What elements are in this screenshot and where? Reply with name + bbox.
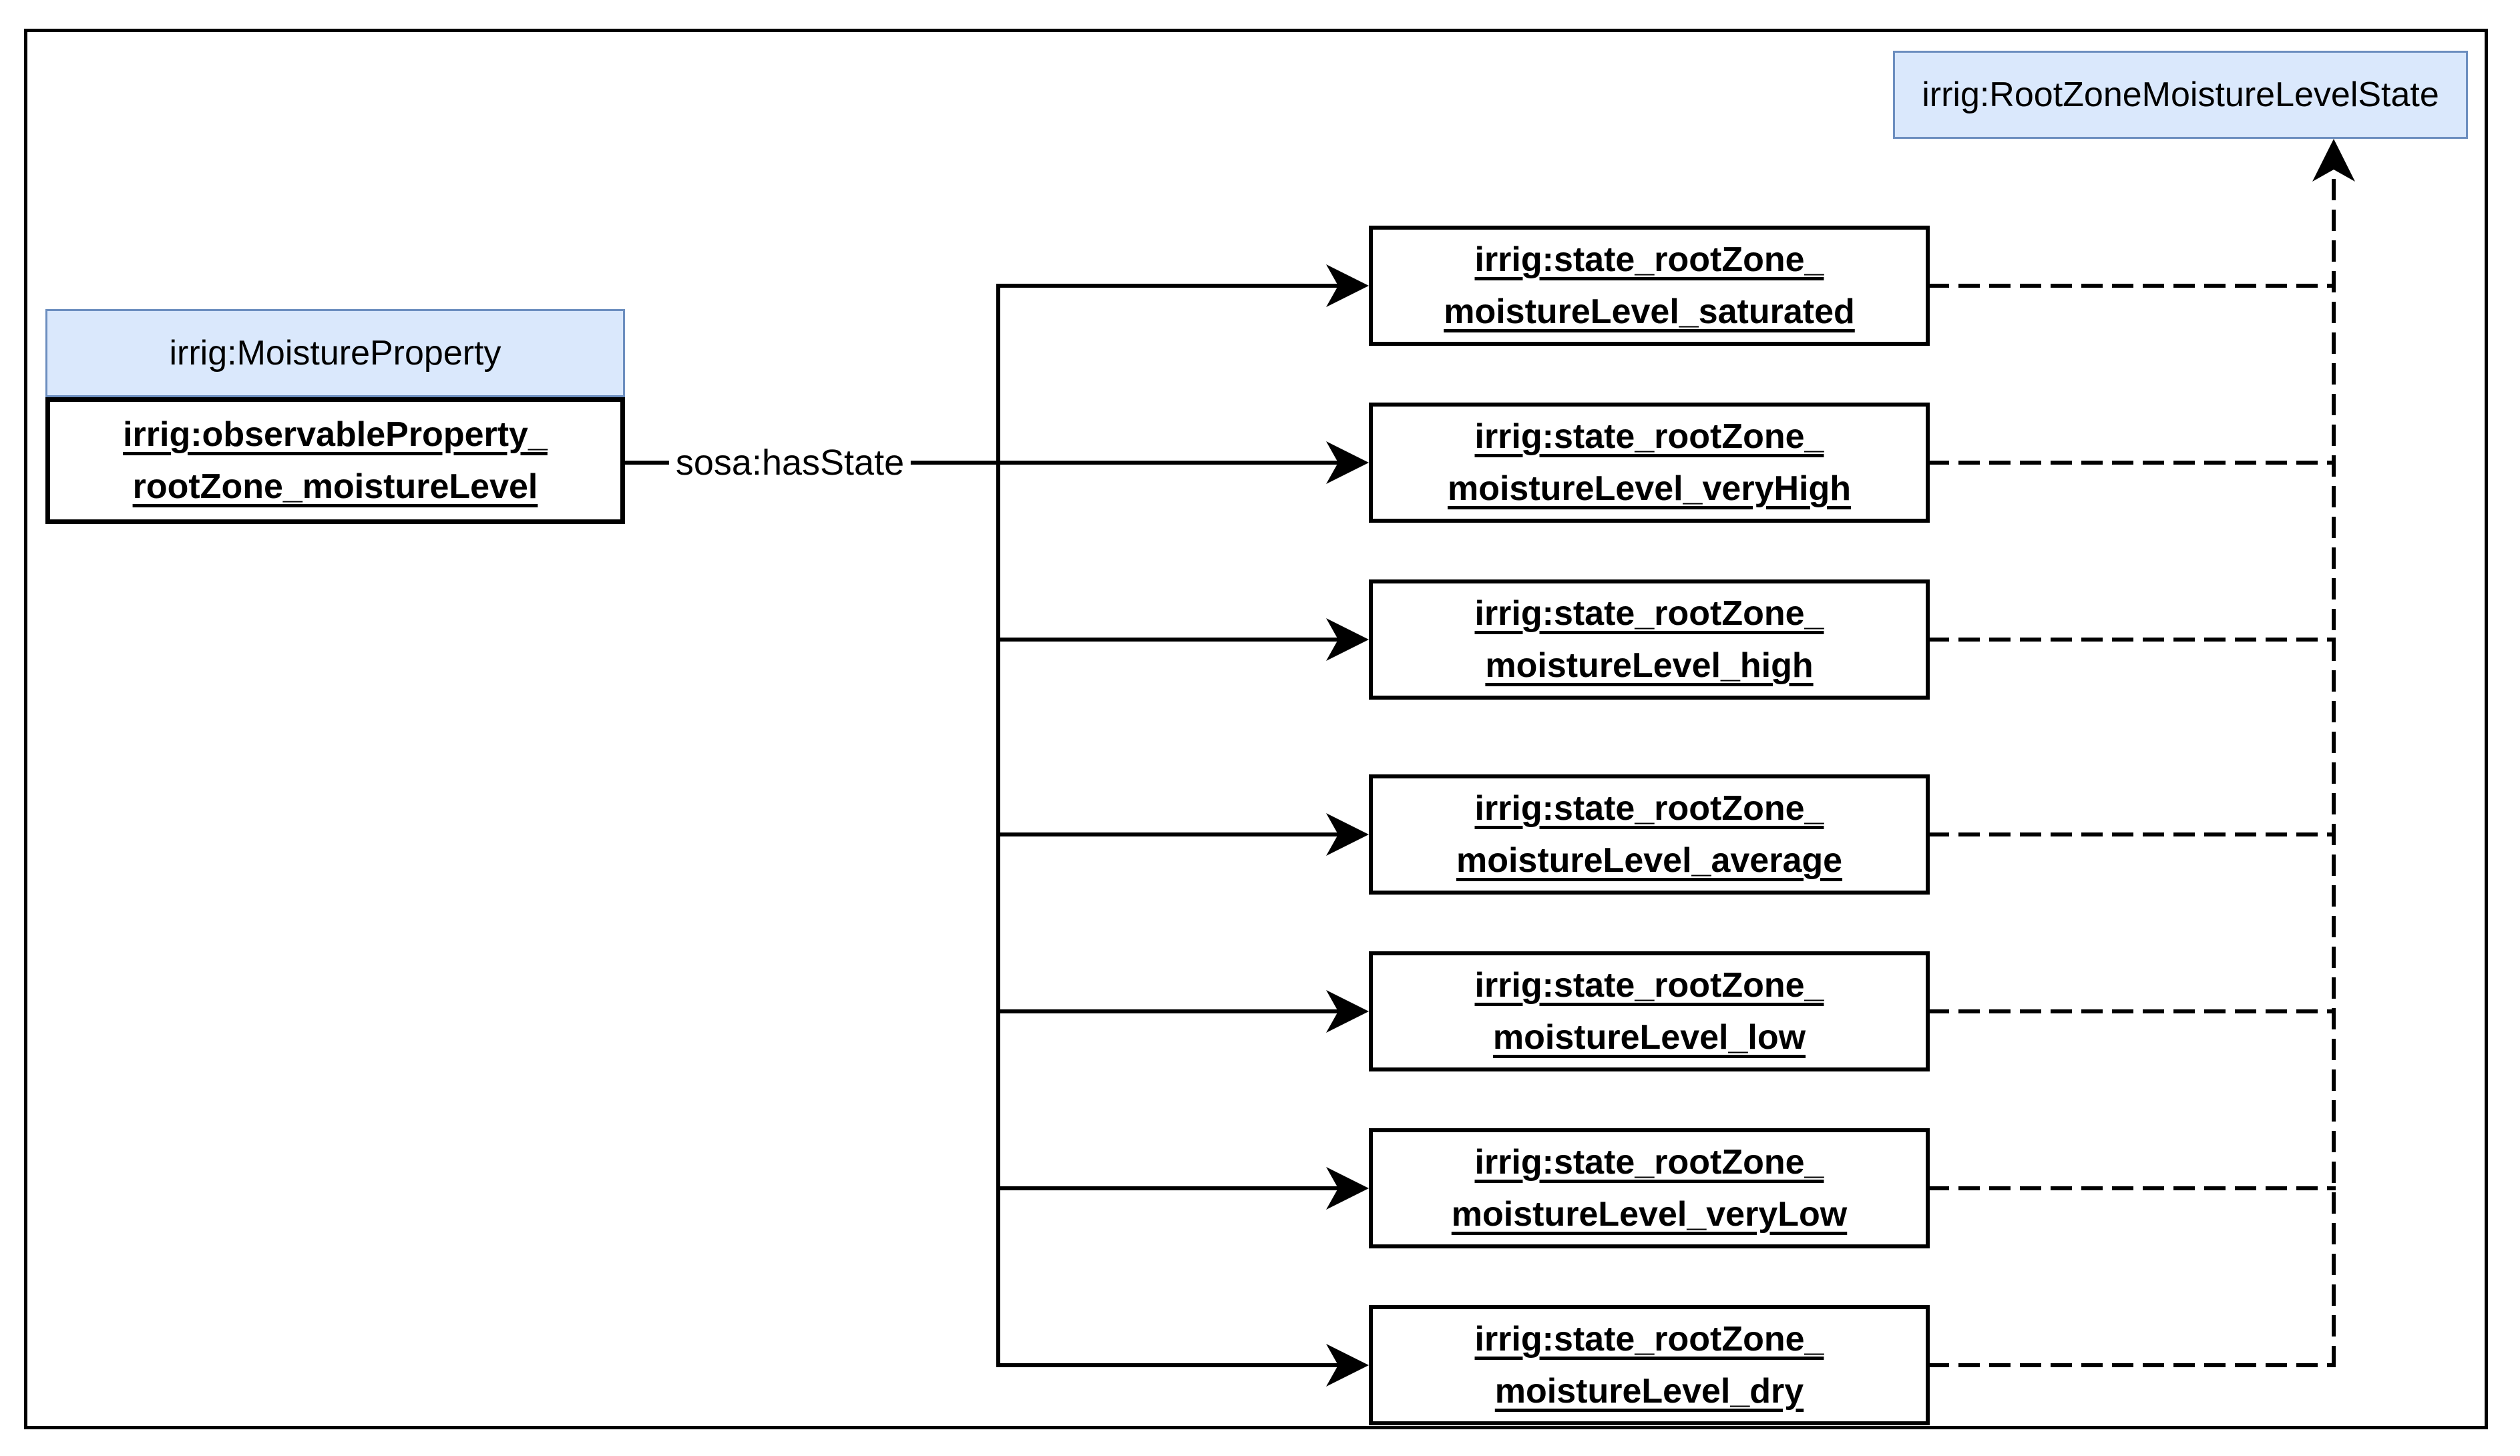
class-box-moisture-property: irrig:MoistureProperty bbox=[45, 309, 625, 397]
type-link-arrowhead bbox=[2312, 139, 2355, 182]
arrowhead-low bbox=[1326, 990, 1369, 1033]
arrowhead-high bbox=[1326, 618, 1369, 661]
arrowhead-saturated bbox=[1326, 264, 1369, 307]
instance-label-line2: moistureLevel_average bbox=[1456, 841, 1843, 880]
instance-label-line2: moistureLevel_veryLow bbox=[1451, 1195, 1848, 1234]
instance-label-line1: irrig:state_rootZone_ bbox=[1474, 417, 1824, 456]
class-label: irrig:MoistureProperty bbox=[169, 334, 501, 373]
arrowhead-verylow bbox=[1326, 1167, 1369, 1210]
instance-box-state-dry: irrig:state_rootZone_ moistureLevel_dry bbox=[1369, 1305, 1930, 1425]
instance-box-state-high: irrig:state_rootZone_ moistureLevel_high bbox=[1369, 579, 1930, 700]
instance-box-state-verylow: irrig:state_rootZone_ moistureLevel_very… bbox=[1369, 1128, 1930, 1248]
class-label: irrig:RootZoneMoistureLevelState bbox=[1922, 75, 2439, 114]
instance-box-state-average: irrig:state_rootZone_ moistureLevel_aver… bbox=[1369, 774, 1930, 895]
instance-label-line1: irrig:observableProperty_ bbox=[123, 415, 548, 454]
instance-label-line2: moistureLevel_saturated bbox=[1444, 292, 1855, 331]
arrowhead-average bbox=[1326, 813, 1369, 856]
instance-label-line1: irrig:state_rootZone_ bbox=[1474, 966, 1824, 1005]
instance-label-line1: irrig:state_rootZone_ bbox=[1474, 240, 1824, 279]
instance-label-line1: irrig:state_rootZone_ bbox=[1474, 789, 1824, 828]
instance-box-state-veryhigh: irrig:state_rootZone_ moistureLevel_very… bbox=[1369, 403, 1930, 523]
edge-label-hasstate: sosa:hasState bbox=[668, 441, 911, 485]
class-box-rootzone-moisture-level-state: irrig:RootZoneMoistureLevelState bbox=[1893, 51, 2468, 139]
instance-label-line2: moistureLevel_low bbox=[1492, 1018, 1806, 1057]
instance-label-line2: rootZone_moistureLevel bbox=[132, 467, 538, 506]
instance-box-state-low: irrig:state_rootZone_ moistureLevel_low bbox=[1369, 951, 1930, 1071]
diagram-frame bbox=[24, 29, 2488, 1429]
arrowhead-dry bbox=[1326, 1344, 1369, 1387]
instance-label-line1: irrig:state_rootZone_ bbox=[1474, 1143, 1824, 1182]
instance-label-line2: moistureLevel_dry bbox=[1494, 1372, 1804, 1411]
instance-label-line1: irrig:state_rootZone_ bbox=[1474, 1320, 1824, 1359]
arrowhead-veryhigh bbox=[1326, 441, 1369, 484]
instance-label-line1: irrig:state_rootZone_ bbox=[1474, 594, 1824, 633]
instance-box-state-saturated: irrig:state_rootZone_ moistureLevel_satu… bbox=[1369, 226, 1930, 346]
instance-label-line2: moistureLevel_high bbox=[1485, 646, 1814, 685]
instance-label-line2: moistureLevel_veryHigh bbox=[1447, 469, 1852, 508]
instance-box-observable-property: irrig:observableProperty_ rootZone_moist… bbox=[45, 397, 625, 524]
